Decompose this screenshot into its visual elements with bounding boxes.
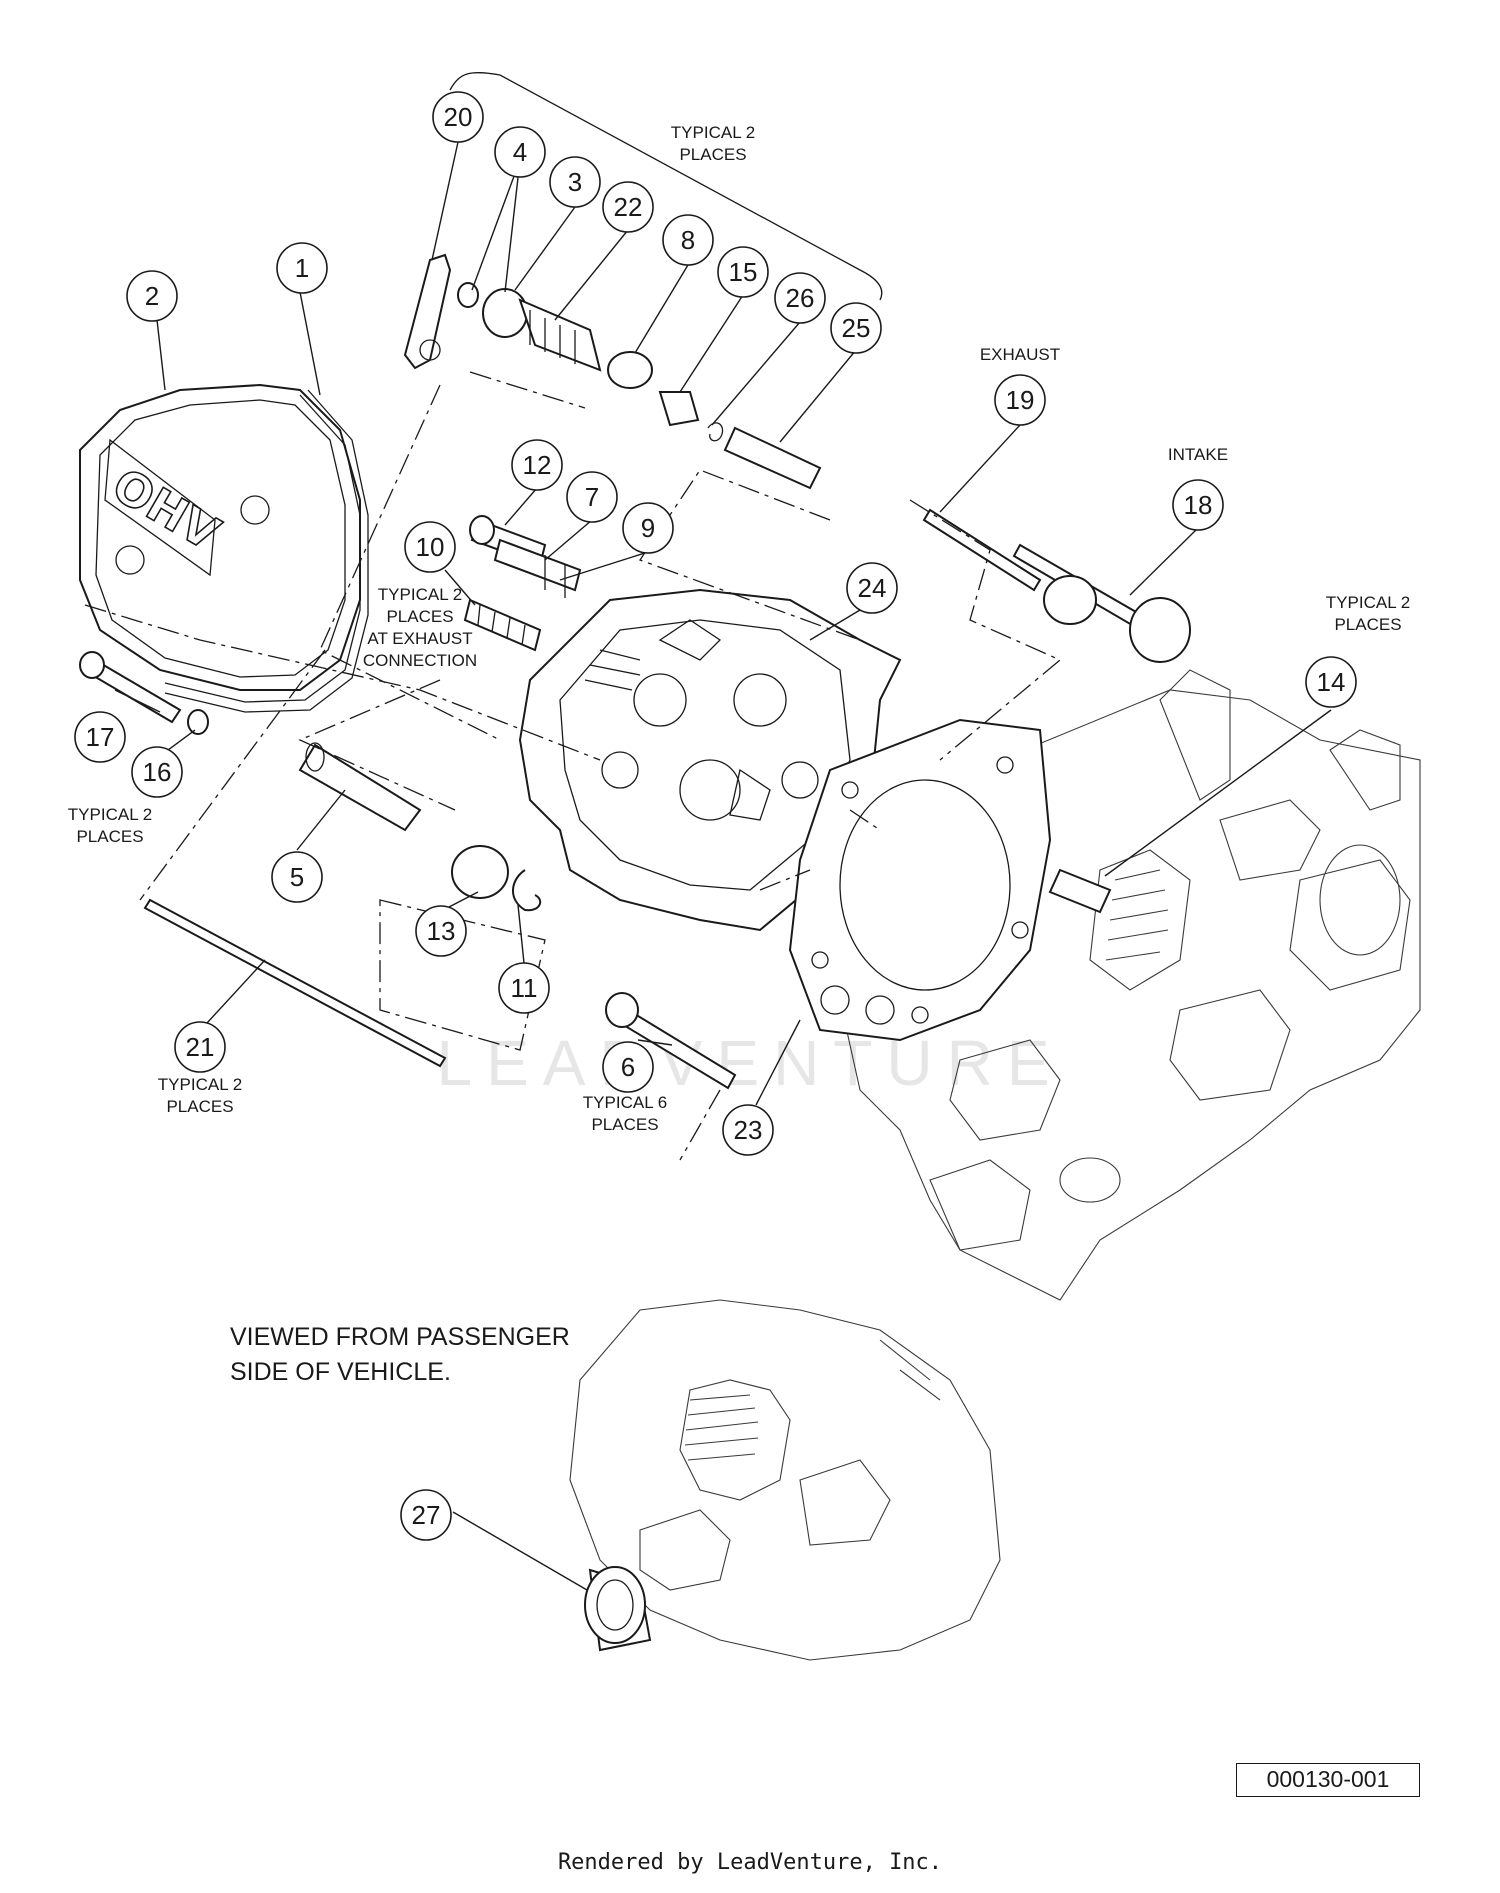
svg-text:INTAKE: INTAKE [1168, 445, 1228, 464]
diagram-id-box: 000130-001 [1236, 1763, 1420, 1797]
callout-14: 14 [1305, 656, 1357, 708]
callout-10: 10 [404, 521, 456, 573]
svg-text:12: 12 [523, 450, 552, 480]
svg-text:14: 14 [1317, 667, 1346, 697]
svg-text:PLACES: PLACES [166, 1097, 233, 1116]
callout-13: 13 [415, 905, 467, 957]
svg-text:1: 1 [295, 253, 309, 283]
svg-text:TYPICAL 2: TYPICAL 2 [158, 1075, 242, 1094]
svg-text:26: 26 [786, 283, 815, 313]
svg-text:VIEWED FROM PASSENGER: VIEWED FROM PASSENGER [230, 1323, 570, 1351]
svg-text:2: 2 [145, 281, 159, 311]
callout-11: 11 [498, 962, 550, 1014]
clips-and-bolt-drawing [451, 845, 737, 1090]
callout-1: 1 [276, 242, 328, 294]
svg-text:PLACES: PLACES [386, 607, 453, 626]
svg-text:22: 22 [614, 192, 643, 222]
svg-text:PLACES: PLACES [679, 145, 746, 164]
alignment-lines [84, 371, 1062, 1161]
svg-text:15: 15 [729, 257, 758, 287]
callout-20: 20 [432, 91, 484, 143]
callout-15: 15 [717, 246, 769, 298]
svg-text:CONNECTION: CONNECTION [363, 651, 477, 670]
svg-text:16: 16 [143, 757, 172, 787]
svg-text:TYPICAL 2: TYPICAL 2 [671, 123, 755, 142]
callout-19: 19 [994, 374, 1046, 426]
svg-text:TYPICAL 6: TYPICAL 6 [583, 1093, 667, 1112]
note-intake: INTAKE [1168, 445, 1228, 464]
svg-text:23: 23 [734, 1115, 763, 1145]
svg-text:17: 17 [86, 722, 115, 752]
watermark: LEADVENTURE [437, 1027, 1064, 1099]
svg-text:5: 5 [290, 862, 304, 892]
callout-21: 21 [174, 1021, 226, 1073]
cover-bolt-drawing [79, 651, 447, 1068]
note-dowel: TYPICAL 2 PLACES [1326, 593, 1410, 634]
valve-train-bracket [449, 72, 883, 301]
svg-text:PLACES: PLACES [76, 827, 143, 846]
svg-text:18: 18 [1184, 490, 1213, 520]
rocker-shaft-drawing [463, 515, 582, 652]
svg-text:13: 13 [427, 916, 456, 946]
callout-2: 2 [126, 270, 178, 322]
svg-text:TYPICAL 2: TYPICAL 2 [68, 805, 152, 824]
svg-text:4: 4 [513, 137, 527, 167]
svg-text:PLACES: PLACES [591, 1115, 658, 1134]
callout-7: 7 [566, 471, 618, 523]
note-exhaust-studs: TYPICAL 2 PLACES AT EXHAUST CONNECTION [363, 585, 477, 670]
callout-27: 27 [400, 1489, 452, 1541]
callout-26: 26 [774, 272, 826, 324]
head-gasket-drawing [788, 718, 1052, 1042]
callout-25: 25 [830, 302, 882, 354]
callout-6: 6 [602, 1041, 654, 1093]
callout-12: 12 [511, 439, 563, 491]
callout-16: 16 [131, 746, 183, 798]
valve-train-drawing [403, 253, 822, 490]
inset-view-drawing [569, 1299, 1001, 1661]
svg-text:27: 27 [412, 1500, 441, 1530]
svg-text:PLACES: PLACES [1334, 615, 1401, 634]
svg-text:8: 8 [681, 225, 695, 255]
note-exhaust: EXHAUST [980, 345, 1060, 364]
valve-cover-drawing: OHV [79, 383, 369, 713]
callout-3: 3 [549, 156, 601, 208]
svg-text:7: 7 [585, 482, 599, 512]
view-note: VIEWED FROM PASSENGER SIDE OF VEHICLE. [230, 1323, 570, 1386]
svg-text:24: 24 [858, 573, 887, 603]
note-cover-bolts: TYPICAL 2 PLACES [68, 805, 152, 846]
svg-text:6: 6 [621, 1052, 635, 1082]
callout-23: 23 [722, 1104, 774, 1156]
svg-text:10: 10 [416, 532, 445, 562]
svg-text:3: 3 [568, 167, 582, 197]
svg-text:20: 20 [444, 102, 473, 132]
svg-text:EXHAUST: EXHAUST [980, 345, 1060, 364]
footer-credit: Rendered by LeadVenture, Inc. [557, 1850, 943, 1875]
svg-text:AT EXHAUST: AT EXHAUST [367, 629, 472, 648]
note-valve-train: TYPICAL 2 PLACES [671, 123, 755, 164]
callout-9: 9 [622, 502, 674, 554]
callout-leader-lines [114, 141, 1332, 1591]
note-push-rods: TYPICAL 2 PLACES [158, 1075, 242, 1116]
svg-text:9: 9 [641, 513, 655, 543]
callout-8: 8 [662, 214, 714, 266]
svg-text:19: 19 [1006, 385, 1035, 415]
svg-text:SIDE OF VEHICLE.: SIDE OF VEHICLE. [230, 1358, 451, 1386]
svg-text:25: 25 [842, 313, 871, 343]
svg-text:TYPICAL 2: TYPICAL 2 [378, 585, 462, 604]
svg-text:TYPICAL 2: TYPICAL 2 [1326, 593, 1410, 612]
callout-24: 24 [846, 562, 898, 614]
callout-4: 4 [494, 126, 546, 178]
callout-17: 17 [74, 711, 126, 763]
svg-text:11: 11 [511, 973, 538, 1003]
callout-18: 18 [1172, 479, 1224, 531]
callout-22: 22 [602, 181, 654, 233]
callout-5: 5 [271, 851, 323, 903]
push-rods-drawing [298, 508, 1191, 914]
note-head-bolts: TYPICAL 6 PLACES [583, 1093, 667, 1134]
svg-text:21: 21 [186, 1032, 215, 1062]
